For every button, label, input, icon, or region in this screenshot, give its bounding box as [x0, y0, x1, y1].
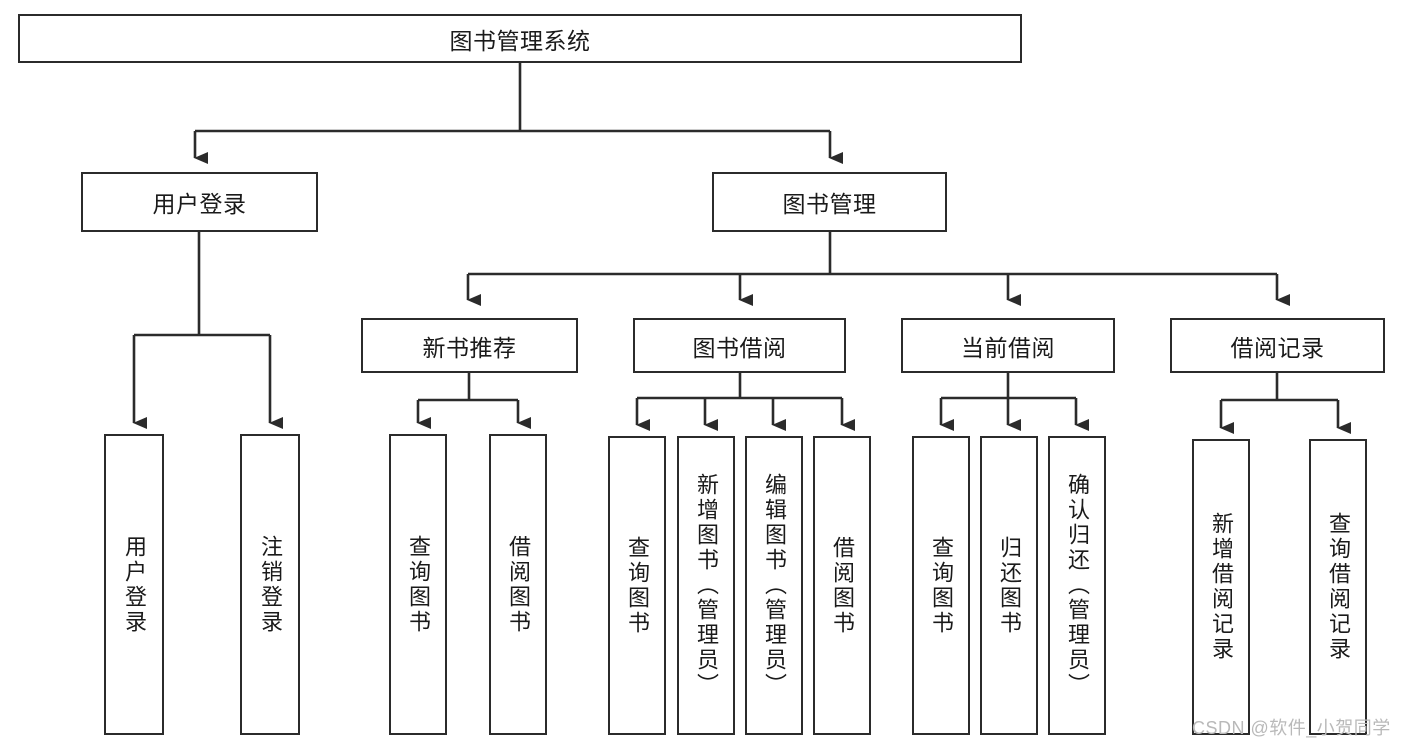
- node-borrow-records[interactable]: 借阅记录: [1170, 318, 1385, 373]
- leaf-edit-book-admin[interactable]: 编辑图书（管理员）: [745, 436, 803, 735]
- leaf-add-borrow-record-label: 新增借阅记录: [1209, 512, 1234, 662]
- leaf-add-book-admin[interactable]: 新增图书（管理员）: [677, 436, 735, 735]
- leaf-query-book-current[interactable]: 查询图书: [912, 436, 970, 735]
- leaf-confirm-return-admin[interactable]: 确认归还（管理员）: [1048, 436, 1106, 735]
- leaf-user-login-label: 用户登录: [122, 534, 147, 635]
- node-borrow-records-label: 借阅记录: [1230, 334, 1325, 361]
- leaf-query-book-recommend[interactable]: 查询图书: [389, 434, 447, 735]
- node-book-management[interactable]: 图书管理: [712, 172, 947, 232]
- leaf-query-book-current-label: 查询图书: [929, 535, 954, 636]
- node-current-borrow-label: 当前借阅: [961, 334, 1055, 361]
- node-book-borrow-label: 图书借阅: [692, 334, 787, 361]
- leaf-query-book-borrow-label: 查询图书: [625, 535, 650, 636]
- node-root[interactable]: 图书管理系统: [18, 14, 1022, 63]
- node-current-borrow[interactable]: 当前借阅: [901, 318, 1115, 373]
- watermark-text: CSDN @软件_小贺同学: [1192, 718, 1391, 738]
- node-book-borrow[interactable]: 图书借阅: [633, 318, 846, 373]
- node-new-book-recommend-label: 新书推荐: [422, 334, 517, 361]
- leaf-logout-label: 注销登录: [258, 534, 283, 635]
- leaf-confirm-return-admin-label: 确认归还（管理员）: [1065, 473, 1090, 698]
- leaf-borrow-book-recommend[interactable]: 借阅图书: [489, 434, 547, 735]
- leaf-return-book-label: 归还图书: [997, 535, 1022, 636]
- node-user-login[interactable]: 用户登录: [81, 172, 318, 232]
- node-new-book-recommend[interactable]: 新书推荐: [361, 318, 578, 373]
- leaf-query-book-borrow[interactable]: 查询图书: [608, 436, 666, 735]
- leaf-query-borrow-record[interactable]: 查询借阅记录: [1309, 439, 1367, 735]
- leaf-borrow-book-recommend-label: 借阅图书: [506, 534, 531, 635]
- leaf-edit-book-admin-label: 编辑图书（管理员）: [762, 473, 787, 698]
- leaf-add-borrow-record[interactable]: 新增借阅记录: [1192, 439, 1250, 735]
- leaf-query-book-recommend-label: 查询图书: [406, 534, 431, 635]
- node-user-login-label: 用户登录: [152, 191, 247, 217]
- node-book-management-label: 图书管理: [782, 191, 877, 217]
- leaf-return-book[interactable]: 归还图书: [980, 436, 1038, 735]
- leaf-user-login[interactable]: 用户登录: [104, 434, 164, 735]
- leaf-borrow-book-label: 借阅图书: [830, 535, 855, 636]
- leaf-query-borrow-record-label: 查询借阅记录: [1326, 512, 1351, 662]
- leaf-add-book-admin-label: 新增图书（管理员）: [694, 473, 719, 698]
- leaf-borrow-book[interactable]: 借阅图书: [813, 436, 871, 735]
- node-root-label: 图书管理系统: [449, 27, 591, 54]
- leaf-logout[interactable]: 注销登录: [240, 434, 300, 735]
